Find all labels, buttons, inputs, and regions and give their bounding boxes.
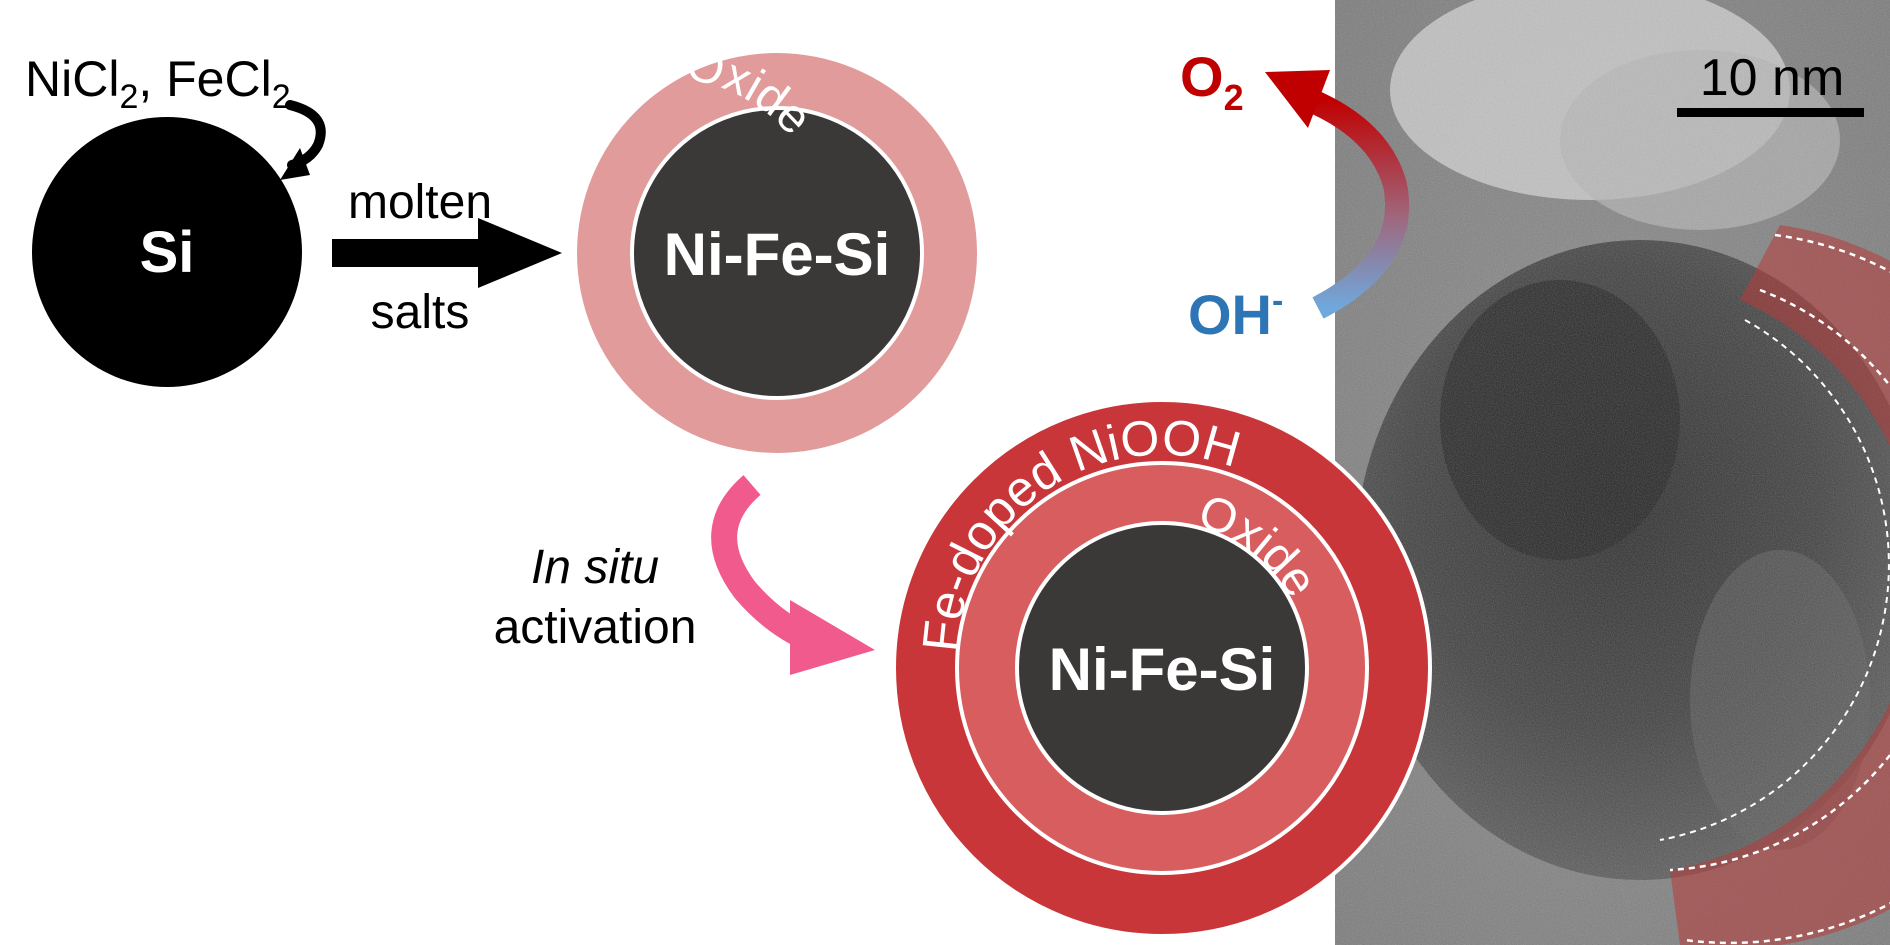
reactant-curl-arrowhead — [280, 148, 310, 180]
si-particle — [32, 117, 302, 387]
tem-shell-dashed-3 — [1659, 319, 1890, 841]
tem-image — [1335, 0, 1890, 945]
oer-arrow — [1265, 70, 1410, 319]
reactant-curl-arrow — [285, 100, 326, 170]
activation-arrow — [711, 475, 875, 675]
oh-label: OH- — [1188, 282, 1283, 346]
core-shell-core-label: Ni-Fe-Si — [664, 221, 891, 288]
o2-label: O2 — [1180, 45, 1244, 118]
scale-bar-label: 10 nm — [1700, 49, 1845, 107]
activation-label-line2: activation — [494, 601, 697, 654]
activated-particle: Ni-Fe-Si Fe-doped NiOOH Oxide — [892, 398, 1432, 938]
core-shell-particle: Ni-Fe-Si Oxide — [577, 37, 977, 453]
arrow-label-bottom: salts — [371, 286, 470, 339]
activation-label-line1: In situ — [531, 541, 659, 594]
reactants-label: NiCl2, FeCl2 — [25, 51, 291, 116]
arrow-label-top: molten — [348, 176, 492, 229]
molten-salts-arrow — [332, 218, 562, 288]
activated-core-label: Ni-Fe-Si — [1049, 636, 1276, 703]
tem-shell-dashed-1 — [1669, 288, 1890, 872]
si-label: Si — [140, 220, 195, 285]
scale-bar: 10 nm — [1677, 49, 1864, 117]
tem-shell-highlight-outer — [1670, 225, 1890, 945]
